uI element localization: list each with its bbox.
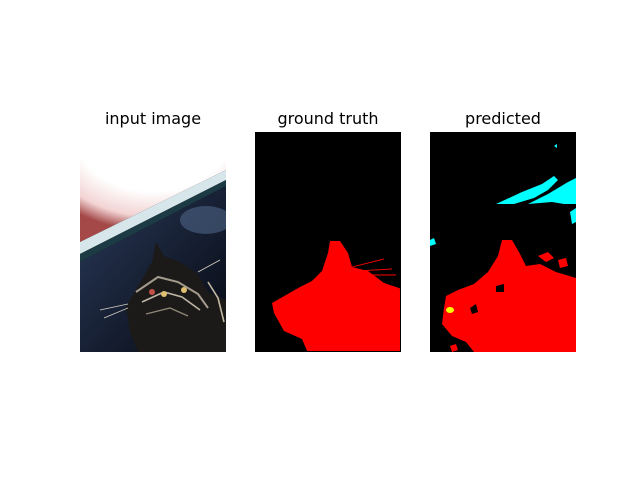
predicted-panel (430, 132, 576, 352)
predicted-title: predicted (465, 109, 541, 128)
input-image-title: input image (104, 109, 202, 128)
input-image (80, 132, 226, 352)
cat-prediction-region (442, 240, 576, 352)
predicted-mask (430, 132, 576, 352)
input-image-panel (80, 132, 226, 352)
ground-truth-title: ground truth (277, 109, 379, 128)
cat-mask-region (272, 241, 400, 351)
yellow-region (446, 307, 454, 313)
cyan-region (496, 176, 558, 204)
ground-truth-mask (256, 133, 400, 351)
ground-truth-panel (255, 132, 401, 352)
